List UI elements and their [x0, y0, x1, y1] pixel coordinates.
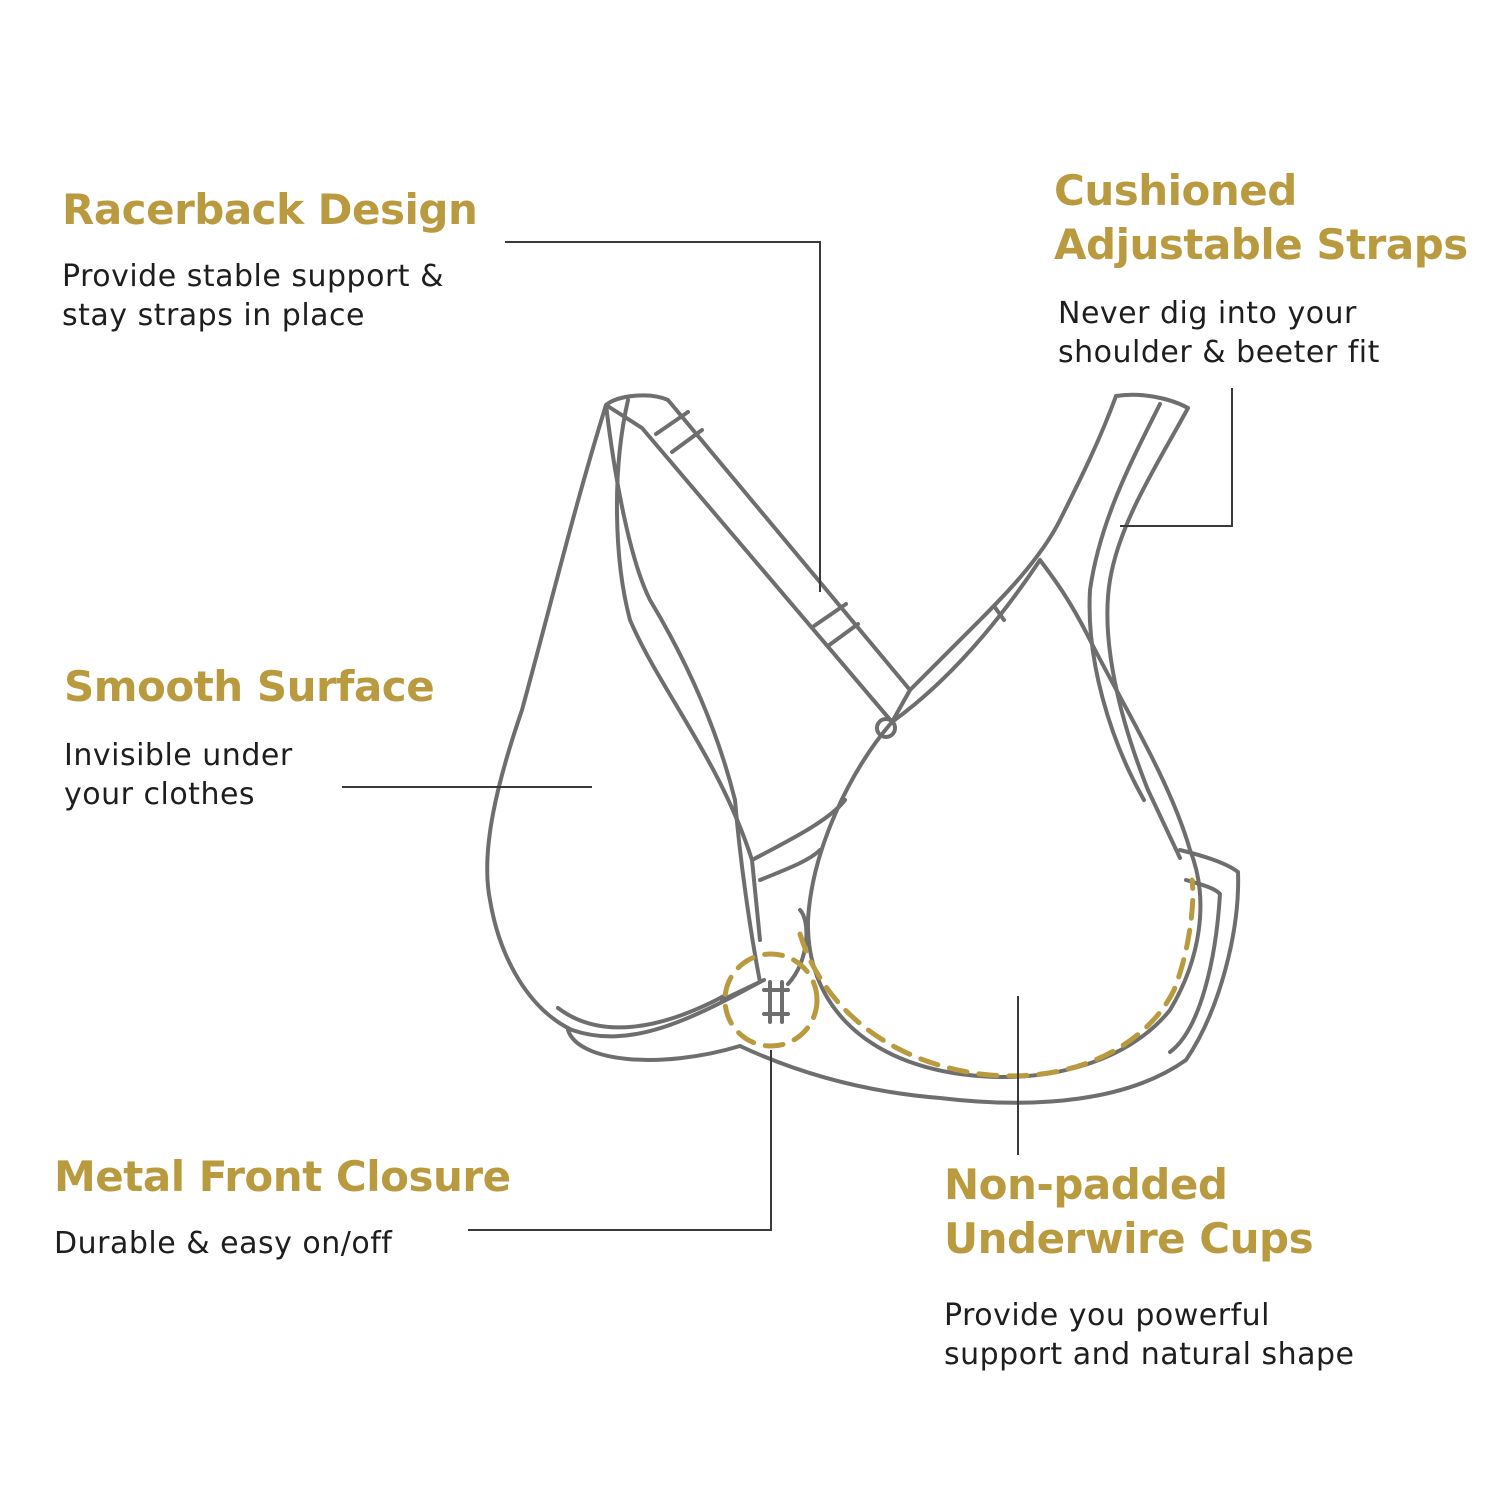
left-band — [556, 994, 742, 1062]
feature-title-cups: Non-padded Underwire Cups — [944, 1160, 1314, 1263]
feature-desc-closure: Durable & easy on/off — [54, 1226, 393, 1261]
right-band — [738, 848, 1241, 1105]
left-strap-slider-2 — [812, 602, 860, 648]
feature-straps: Cushioned Adjustable Straps Never dig in… — [1054, 164, 1468, 372]
left-cup-seam — [614, 398, 762, 942]
underwire-highlight — [797, 877, 1196, 1079]
left-strap-slider-1 — [654, 410, 704, 454]
feature-desc-racerback: Provide stable support & stay straps in … — [62, 259, 444, 333]
right-strap — [908, 392, 1190, 860]
closure-highlight-circle — [722, 951, 820, 1049]
feature-title-racerback: Racerback Design — [62, 185, 478, 234]
feature-closure: Metal Front Closure Durable & easy on/of… — [54, 1150, 511, 1263]
feature-desc-cups: Provide you powerful support and natural… — [944, 1298, 1355, 1372]
feature-cups: Non-padded Underwire Cups Provide you po… — [944, 1158, 1354, 1374]
right-strap-edge — [1087, 402, 1162, 802]
leader-racerback — [505, 241, 821, 592]
feature-title-straps: Cushioned Adjustable Straps — [1054, 166, 1468, 269]
center-gore — [750, 798, 847, 882]
right-cup-outline — [805, 558, 1203, 1079]
right-strap-keeper — [992, 604, 1006, 622]
feature-desc-surface: Invisible under your clothes — [64, 738, 293, 812]
leader-closure — [468, 1050, 772, 1231]
feature-title-surface: Smooth Surface — [64, 662, 435, 711]
left-strap — [604, 393, 912, 724]
feature-title-closure: Metal Front Closure — [54, 1152, 511, 1201]
front-closure-hooks — [720, 908, 809, 1024]
leader-straps — [1120, 388, 1233, 527]
feature-racerback: Racerback Design Provide stable support … — [62, 183, 478, 335]
right-band-inner — [1168, 878, 1222, 1054]
feature-surface: Smooth Surface Invisible under your clot… — [64, 660, 435, 814]
left-cup-outline — [485, 403, 762, 1039]
strap-ring — [875, 717, 897, 739]
feature-desc-straps: Never dig into your shoulder & beeter fi… — [1058, 296, 1380, 370]
